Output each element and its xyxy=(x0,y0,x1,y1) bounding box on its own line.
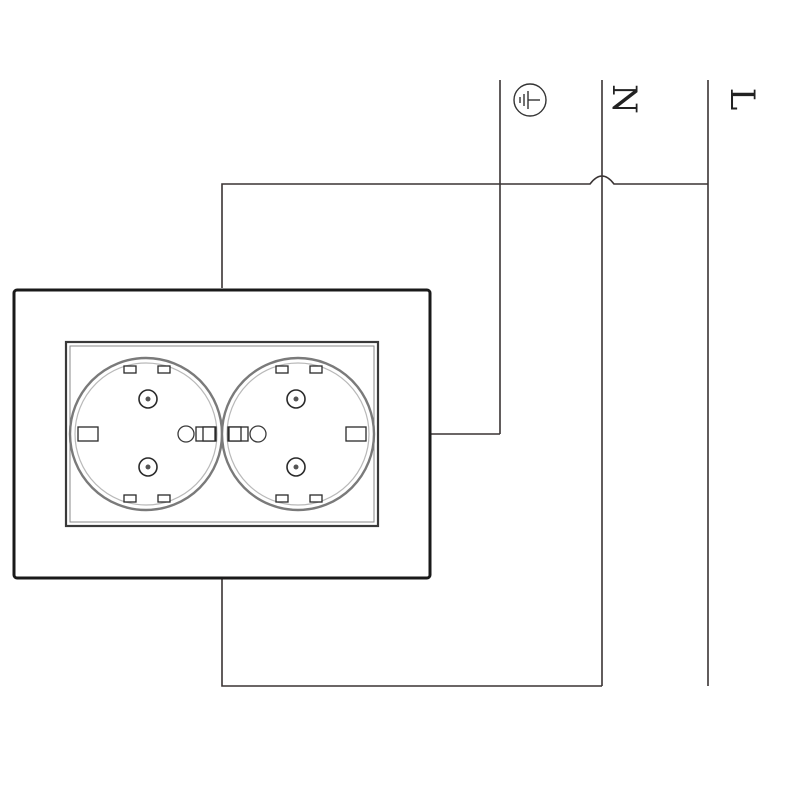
neutral-connection xyxy=(221,578,602,687)
neutral-terminal-label: N xyxy=(604,84,644,114)
right-outlet xyxy=(220,356,376,512)
left-outlet xyxy=(68,356,224,512)
double-socket xyxy=(12,288,432,580)
live-terminal-label: L xyxy=(722,88,762,111)
live-connection xyxy=(221,175,708,288)
earth-terminal-symbol xyxy=(513,83,547,117)
